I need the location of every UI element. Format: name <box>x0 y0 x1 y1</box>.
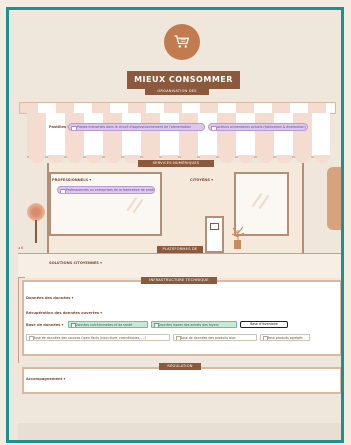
section-tag-services: SERVICES NUMÉRIQUES <box>138 160 214 167</box>
awning-pill-2[interactable]: Acteurs alimentaires actuels (fabricatio… <box>208 123 308 131</box>
awning-main <box>27 113 330 158</box>
left-marker: ◂ 6 <box>18 246 24 250</box>
tree <box>27 203 45 221</box>
section-tag-organisation: ORGANISATION DES <box>145 88 209 95</box>
door-sign <box>210 223 219 230</box>
ground-strip <box>18 253 341 278</box>
professionnels-pill[interactable]: Professionnels ou entreprises de la fabr… <box>57 186 155 194</box>
infra-chip-active[interactable]: Base d'Inventaire <box>240 321 288 328</box>
awning-scallop <box>27 155 330 163</box>
awning-pill-1[interactable]: Pilotes industriels dans le circuit d'ap… <box>68 123 205 131</box>
citoyens-field-label: CITOYENS ▾ <box>190 178 214 182</box>
infra-field-3: Base de données ▾ <box>26 323 64 327</box>
logo <box>164 24 200 60</box>
left-rail <box>18 277 25 363</box>
infra-field-2: Récupération des données ouvertes ▾ <box>26 311 103 315</box>
regulation-panel <box>22 367 341 394</box>
shop-window-right <box>234 172 289 236</box>
infra-chip-green-2[interactable]: Données issues des achats des foyers <box>151 321 237 328</box>
bottom-area <box>18 423 341 440</box>
plant-icon <box>231 226 245 241</box>
page-title: MIEUX CONSOMMER <box>127 71 240 89</box>
infrastructure-panel <box>22 280 341 356</box>
professionnels-field-label: PROFESSIONNELS ▾ <box>52 178 92 182</box>
infra-chip-plain-3[interactable]: Base produits agrégés <box>260 334 310 341</box>
infra-chip-plain-1[interactable]: Base de données des sources Open Facts (… <box>26 334 170 341</box>
infra-chip-plain-2[interactable]: Base de données des produits bios <box>173 334 257 341</box>
plant-pot <box>234 240 241 249</box>
shopping-cart-icon <box>174 35 190 48</box>
shop-door <box>205 216 224 253</box>
awning-field-label: Pastilles ▾ <box>49 125 70 129</box>
tree-trunk <box>35 220 37 243</box>
section-tag-regulation: RÉGULATION <box>159 363 201 370</box>
section-tag-infrastructure: INFRASTRUCTURE TECHNIQUE <box>141 277 217 284</box>
infra-chip-green-1[interactable]: Données nutritionnelles et de santé <box>68 321 148 328</box>
section-tag-plateformes: PLATEFORMES DE DONNÉES <box>157 246 203 258</box>
solutions-field-label: SOLUTIONS CITOYENNES ▾ <box>49 261 102 265</box>
side-sign <box>327 167 341 230</box>
infra-field-1: Données des données ▾ <box>26 296 74 300</box>
shop-window-left <box>49 172 162 236</box>
app-frame: MIEUX CONSOMMER ORGANISATION DES Pastill… <box>6 7 344 443</box>
regulation-field: Accompagnement ▾ <box>26 377 66 381</box>
